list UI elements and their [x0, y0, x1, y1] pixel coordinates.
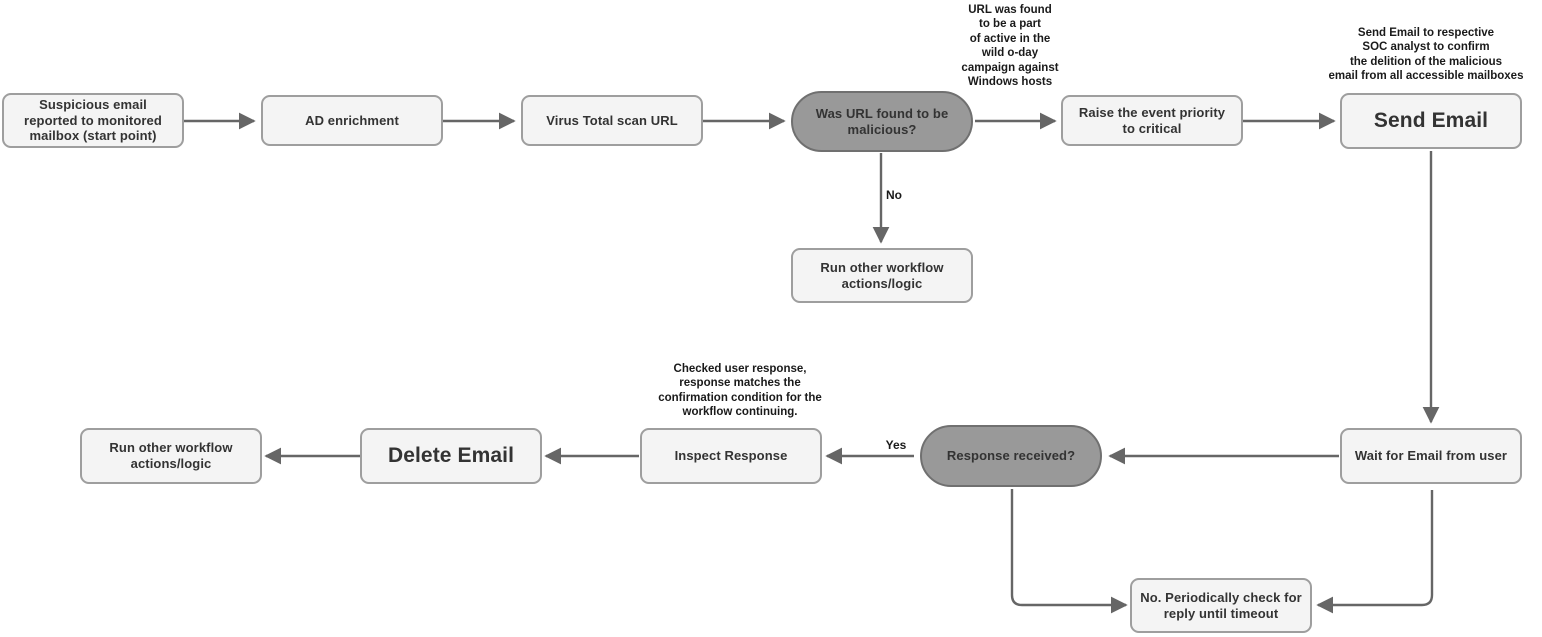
- node-wait-for-email-label: Wait for Email from user: [1354, 448, 1508, 464]
- node-decision-response-received-label: Response received?: [946, 448, 1076, 464]
- node-send-email[interactable]: Send Email: [1340, 93, 1522, 149]
- node-run-other-workflow-top-label: Run other workflow actions/logic: [820, 259, 944, 291]
- edge-label-yes-response: Yes: [885, 438, 907, 452]
- node-ad-enrichment[interactable]: AD enrichment: [261, 95, 443, 146]
- node-raise-priority[interactable]: Raise the event priority to critical: [1061, 95, 1243, 146]
- node-decision-url-malicious[interactable]: Was URL found to be malicious?: [791, 91, 973, 152]
- node-periodic-check[interactable]: No. Periodically check for reply until t…: [1130, 578, 1312, 633]
- node-run-other-workflow-bottom[interactable]: Run other workflow actions/logic: [80, 428, 262, 484]
- node-delete-email[interactable]: Delete Email: [360, 428, 542, 484]
- node-periodic-check-label: No. Periodically check for reply until t…: [1140, 589, 1302, 621]
- node-raise-priority-label: Raise the event priority to critical: [1078, 104, 1226, 136]
- edge-label-wild-campaign: URL was found to be a part of active in …: [961, 4, 1059, 88]
- node-virus-total-scan-label: Virus Total scan URL: [546, 112, 678, 128]
- node-virus-total-scan[interactable]: Virus Total scan URL: [521, 95, 703, 146]
- node-decision-response-received[interactable]: Response received?: [920, 425, 1102, 487]
- edge-label-checked-response: Checked user response, response matches …: [658, 363, 822, 419]
- edge-label-soc-confirm: Send Email to respective SOC analyst to …: [1328, 27, 1524, 83]
- node-send-email-label: Send Email: [1373, 109, 1489, 133]
- node-wait-for-email[interactable]: Wait for Email from user: [1340, 428, 1522, 484]
- node-ad-enrichment-label: AD enrichment: [305, 112, 399, 128]
- node-start[interactable]: Suspicious email reported to monitored m…: [2, 93, 184, 148]
- node-inspect-response-label: Inspect Response: [674, 448, 788, 464]
- edge-label-no-url-malicious: No: [886, 188, 902, 202]
- edge-decision-resp-to-periodic: [1010, 489, 1128, 614]
- node-decision-url-malicious-label: Was URL found to be malicious?: [815, 105, 949, 137]
- node-inspect-response[interactable]: Inspect Response: [640, 428, 822, 484]
- node-delete-email-label: Delete Email: [387, 444, 515, 468]
- node-run-other-workflow-top[interactable]: Run other workflow actions/logic: [791, 248, 973, 303]
- node-run-other-workflow-bottom-label: Run other workflow actions/logic: [109, 440, 233, 471]
- node-start-label: Suspicious email reported to monitored m…: [24, 96, 162, 144]
- edge-wait-email-to-periodic: [1316, 490, 1434, 614]
